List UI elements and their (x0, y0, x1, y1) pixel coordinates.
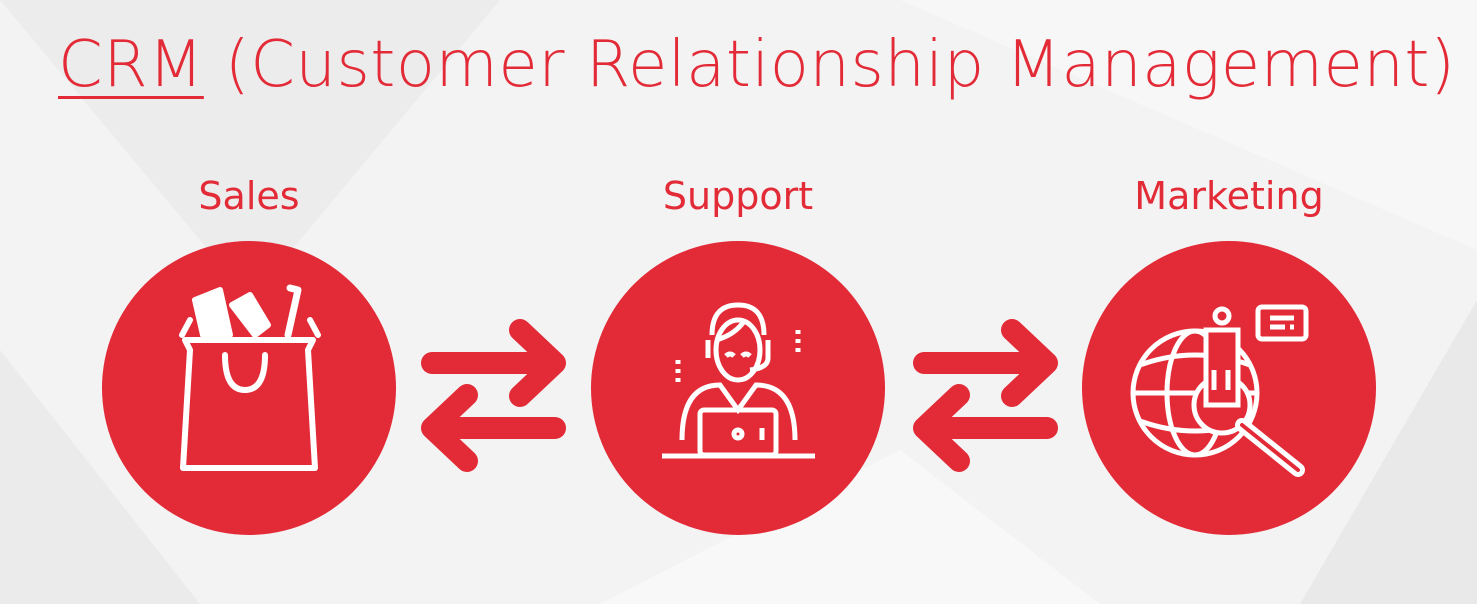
title-full: (Customer Relationship Management) (224, 28, 1456, 102)
arrow-right-icon (421, 319, 566, 407)
arrow-left-icon (913, 384, 1058, 472)
exchange-arrows-2 (913, 319, 1058, 472)
arrow-left-icon (421, 384, 566, 472)
support-agent-icon (662, 302, 815, 459)
title-abbr: CRM (58, 28, 204, 102)
global-search-icon (1130, 304, 1309, 477)
exchange-arrows-1 (421, 319, 566, 472)
shopping-bag-icon (179, 284, 321, 471)
sales-label: Sales (198, 174, 300, 218)
marketing-label: Marketing (1134, 174, 1324, 218)
page-title: CRM (Customer Relationship Management) (58, 28, 1455, 102)
arrow-right-icon (913, 319, 1058, 407)
marketing-circle (1082, 241, 1376, 535)
support-circle (591, 241, 885, 535)
support-label: Support (662, 174, 814, 218)
sales-circle (102, 241, 396, 535)
